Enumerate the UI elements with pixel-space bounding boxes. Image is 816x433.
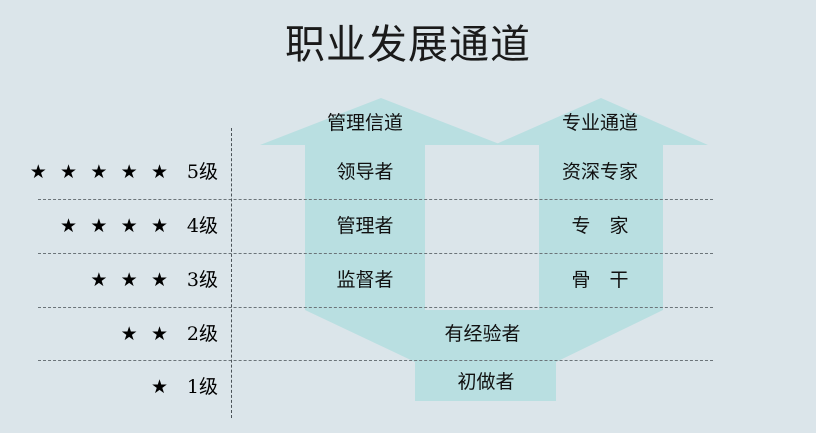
management-arrow-shape	[260, 98, 502, 310]
level-row-3: ★ ★ ★ 3级	[38, 253, 224, 307]
level-label-5: 5级	[186, 161, 218, 183]
professional-channel-header: 专业通道	[561, 112, 638, 134]
funnel-shape	[305, 310, 663, 362]
star-rating-icon: ★ ★ ★	[90, 269, 172, 291]
star-rating-icon: ★	[150, 376, 172, 398]
star-rating-icon: ★ ★	[120, 323, 172, 345]
level-row-1: ★ 1级	[38, 360, 224, 414]
management-role-level-5: 领导者	[336, 161, 394, 183]
level-row-5: ★ ★ ★ ★ ★ 5级	[30, 145, 224, 199]
row-divider-2-1	[38, 360, 713, 361]
row-divider-5-4	[38, 199, 713, 200]
row-divider-3-2	[38, 307, 713, 308]
page-title: 职业发展通道	[285, 22, 531, 68]
level-label-2: 2级	[186, 323, 218, 345]
professional-role-level-5: 资深专家	[561, 161, 638, 183]
entry-level-box	[415, 362, 556, 401]
level-label-4: 4级	[186, 215, 218, 237]
management-role-level-4: 管理者	[336, 215, 394, 237]
star-rating-icon: ★ ★ ★ ★ ★	[29, 161, 172, 183]
star-rating-icon: ★ ★ ★ ★	[60, 215, 172, 237]
shared-role-level-1: 初做者	[457, 370, 515, 393]
professional-role-level-4: 专 家	[571, 215, 629, 237]
level-label-3: 3级	[186, 269, 218, 291]
shared-role-level-2: 有经验者	[444, 322, 521, 345]
professional-arrow-shape	[494, 98, 708, 310]
level-row-2: ★ ★ 2级	[38, 307, 224, 361]
management-channel-header: 管理信道	[326, 112, 403, 134]
management-role-level-3: 监督者	[336, 269, 394, 291]
level-label-1: 1级	[186, 376, 218, 398]
level-row-4: ★ ★ ★ ★ 4级	[38, 199, 224, 253]
professional-role-level-3: 骨 干	[571, 269, 629, 291]
row-divider-4-3	[38, 253, 713, 254]
column-divider	[231, 128, 232, 418]
